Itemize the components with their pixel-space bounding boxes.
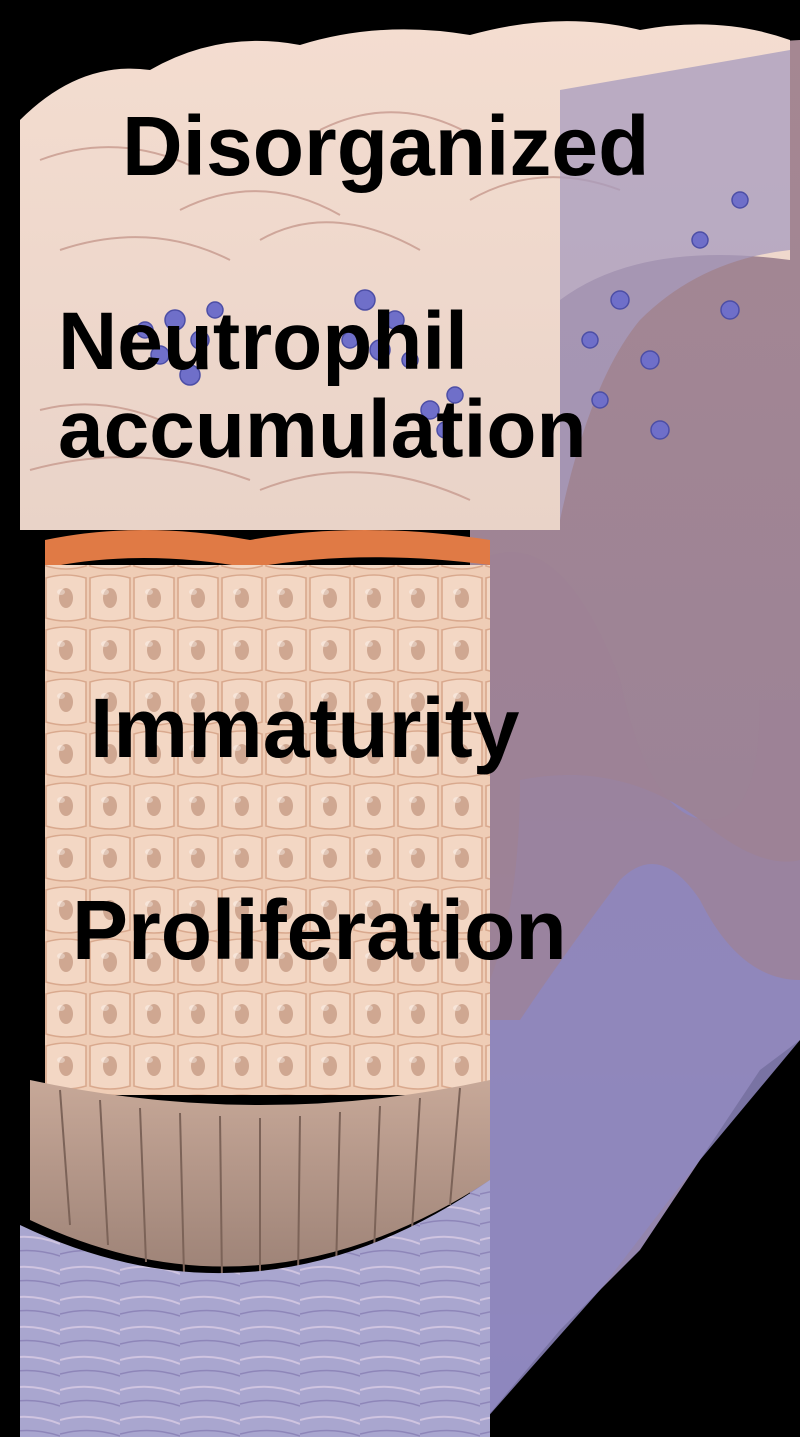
label-neutrophil-line2: accumulation [58, 386, 587, 474]
stratum-spinosum [45, 565, 490, 1095]
label-neutrophil-accumulation: Neutrophil accumulation [58, 298, 587, 474]
label-immaturity: Immaturity [90, 686, 519, 770]
label-disorganized: Disorganized [122, 104, 649, 188]
label-neutrophil-line1: Neutrophil [58, 298, 587, 386]
label-proliferation: Proliferation [72, 888, 567, 972]
